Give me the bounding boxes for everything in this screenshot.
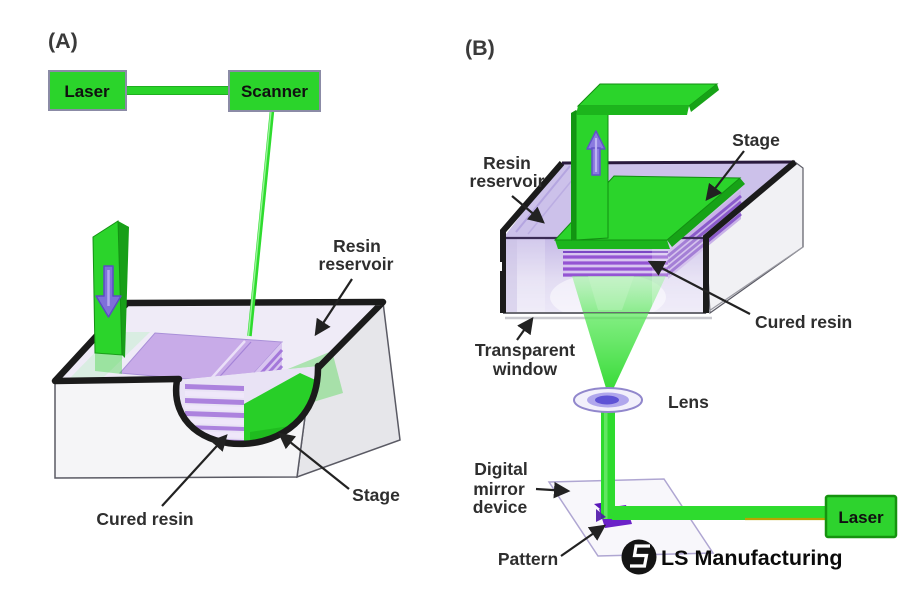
panel-b: (B) [465, 36, 898, 575]
pattern-arrow [560, 524, 607, 557]
svg-text:window: window [492, 359, 558, 379]
laser-box-a [48, 70, 127, 111]
logo-text: LS Manufacturing [661, 546, 843, 570]
lens [573, 387, 643, 413]
panel-a-annotations: Resin reservoir Cured resin Stage [96, 236, 400, 529]
stage-arm-b [571, 83, 719, 241]
svg-text:reservoir: reservoir [319, 254, 394, 274]
projection-cone-upper [572, 276, 666, 313]
resin-reservoir-b-arrow [511, 195, 545, 224]
scanner-box-a-label: Scanner [241, 82, 308, 101]
beam-horizontal [612, 506, 826, 520]
laser-box-a-label: Laser [64, 82, 110, 101]
laser-beam-a [247, 110, 275, 337]
stage-b-label: Stage [732, 130, 780, 150]
laser-scanner-cable [124, 86, 230, 95]
dmd-arrow [535, 481, 571, 499]
beam-vertical [601, 404, 615, 519]
stage-arm-a [92, 220, 129, 374]
laser-box-b [824, 494, 898, 539]
resin-reservoir-b-label: Resin [483, 153, 531, 173]
stage-b-arrow [705, 150, 745, 201]
transparent-window-arrow [516, 316, 534, 341]
branding: LS Manufacturing [621, 539, 843, 575]
cured-resin-a-label: Cured resin [96, 509, 193, 529]
pattern-label: Pattern [498, 549, 558, 569]
cured-resin-b-label: Cured resin [755, 312, 852, 332]
laser-box-b-label: Laser [838, 508, 884, 527]
cured-resin-a-arrow [161, 434, 228, 507]
svg-text:reservoir: reservoir [470, 171, 545, 191]
stage-a-label: Stage [352, 485, 400, 505]
resin-reservoir-a [51, 298, 401, 479]
projection-cone-lower [583, 313, 649, 398]
down-arrow-icon [95, 265, 122, 318]
cutaway-arc [172, 362, 322, 448]
panel-b-annotations: Stage Resin reservoir Transparent window… [470, 130, 853, 569]
panel-b-letter: (B) [465, 36, 495, 60]
svg-text:mirror: mirror [473, 479, 525, 499]
dmd-label: Digital [474, 459, 527, 479]
up-arrow-icon [586, 130, 606, 176]
svg-text:device: device [473, 497, 528, 517]
panel-a-letter: (A) [48, 29, 78, 53]
resin-reservoir-a-arrow [314, 278, 353, 337]
stage-a-arrow [278, 432, 350, 490]
panel-a: (A) [48, 29, 401, 529]
tank-left-edge [500, 161, 565, 313]
lens-label: Lens [668, 392, 709, 412]
scanner-box-a [228, 70, 321, 112]
resin-reservoir-a-label: Resin [333, 236, 381, 256]
cured-resin-b-arrow [647, 260, 751, 315]
transparent-window-label: Transparent [475, 340, 575, 360]
liquid-green-reflection [70, 332, 150, 378]
tank-right-edge [703, 159, 797, 313]
